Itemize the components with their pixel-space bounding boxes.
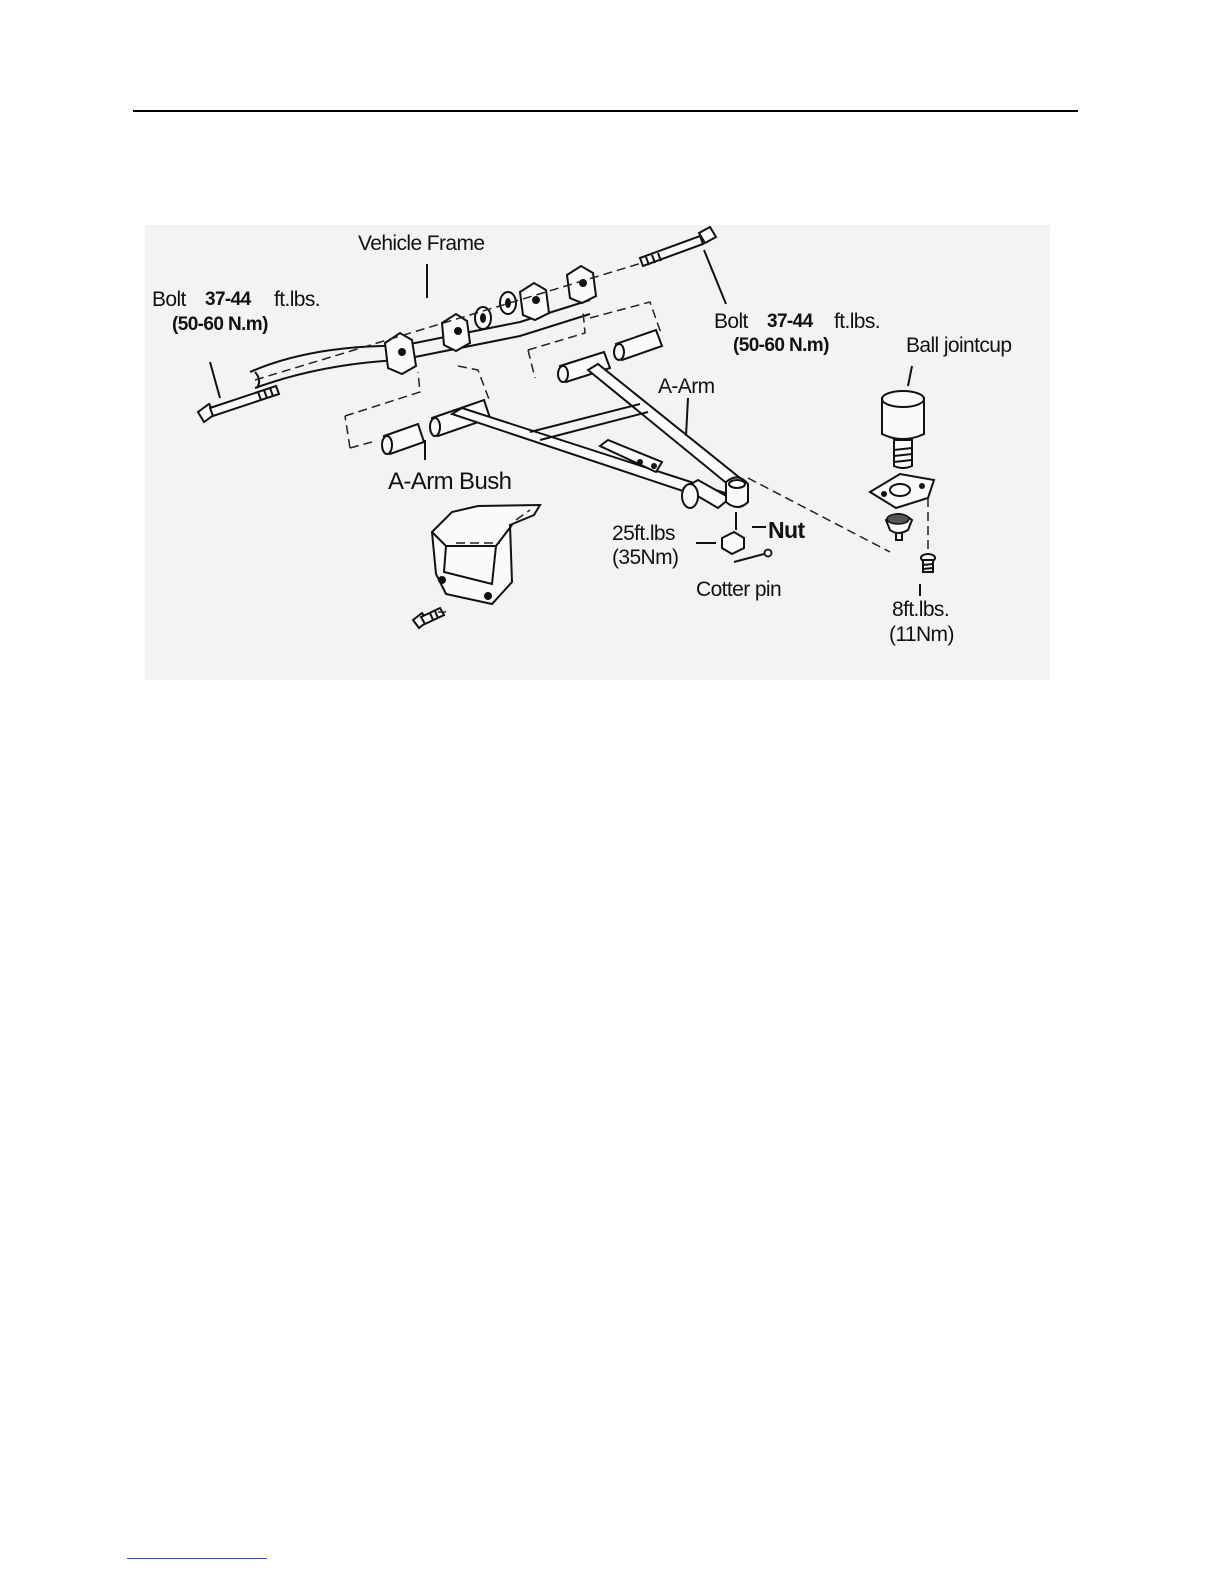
svg-text:(50-60 N.m): (50-60 N.m)	[733, 335, 829, 356]
svg-text:37-44: 37-44	[767, 311, 814, 332]
footer-link-underline	[127, 1558, 267, 1559]
ball-joint-cup	[882, 391, 924, 468]
label-nut-torque: 25ft.lbs	[612, 522, 675, 545]
label-ball-joint-cup: Ball jointcup	[906, 334, 1011, 357]
label-ball-joint-torque: 8ft.lbs.	[892, 598, 949, 621]
castle-nut	[722, 512, 744, 554]
skid-plate	[432, 505, 540, 604]
vehicle-frame	[250, 266, 596, 388]
label-a-arm-bush: A-Arm Bush	[388, 468, 511, 495]
svg-text:(50-60 N.m): (50-60 N.m)	[172, 314, 268, 335]
label-nut: Nut	[768, 517, 805, 543]
ball-joint-plate	[870, 474, 934, 508]
bolt-right	[640, 227, 716, 266]
label-a-arm: A-Arm	[658, 375, 715, 398]
svg-text:ft.lbs.: ft.lbs.	[834, 310, 880, 333]
svg-text:37-44: 37-44	[205, 289, 252, 310]
label-nut-metric: (35Nm)	[612, 546, 678, 569]
svg-text:Bolt: Bolt	[152, 288, 187, 311]
svg-text:ft.lbs.: ft.lbs.	[274, 288, 320, 311]
skid-plate-bolt	[413, 608, 444, 628]
label-vehicle-frame: Vehicle Frame	[358, 232, 484, 255]
label-ball-joint-metric: (11Nm)	[889, 623, 954, 646]
bolt-left	[198, 386, 279, 422]
label-cotter-pin: Cotter pin	[696, 578, 781, 601]
label-bolt-left: Bolt 37-44 ft.lbs. (50-60 N.m)	[152, 288, 320, 335]
label-bolt-right: Bolt 37-44 ft.lbs. (50-60 N.m)	[714, 310, 880, 356]
ball-joint-stud	[886, 514, 912, 540]
cotter-pin	[734, 550, 772, 563]
svg-text:Bolt: Bolt	[714, 310, 749, 333]
ball-joint-screw	[921, 554, 935, 572]
